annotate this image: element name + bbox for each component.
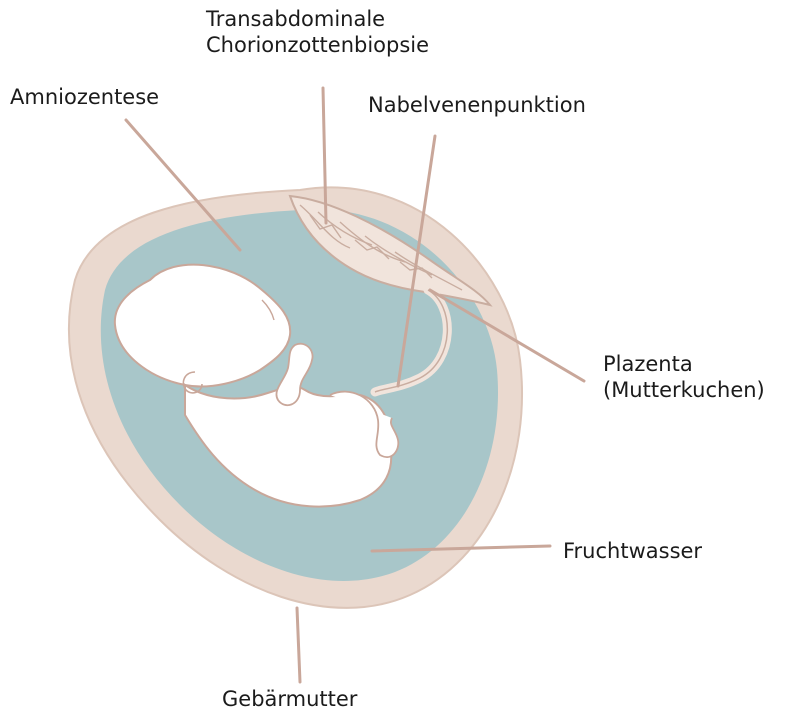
label-plazenta: Plazenta (Mutterkuchen) (603, 351, 765, 404)
label-plazenta-line-1: Plazenta (603, 351, 765, 377)
label-amniozentese: Amniozentese (10, 84, 159, 110)
pointer-line-gebaermutter (297, 608, 300, 682)
label-gebaermutter: Gebärmutter (222, 686, 357, 712)
label-fruchtwasser: Fruchtwasser (563, 538, 702, 564)
label-transabdominale-chorionzottenbiopsie: Transabdominale Chorionzottenbiopsie (206, 6, 429, 59)
label-nabelvenenpunktion: Nabelvenenpunktion (368, 92, 586, 118)
label-plazenta-line-2: (Mutterkuchen) (603, 377, 765, 403)
label-transabdominale-line-1: Transabdominale (206, 6, 429, 32)
label-transabdominale-line-2: Chorionzottenbiopsie (206, 32, 429, 58)
